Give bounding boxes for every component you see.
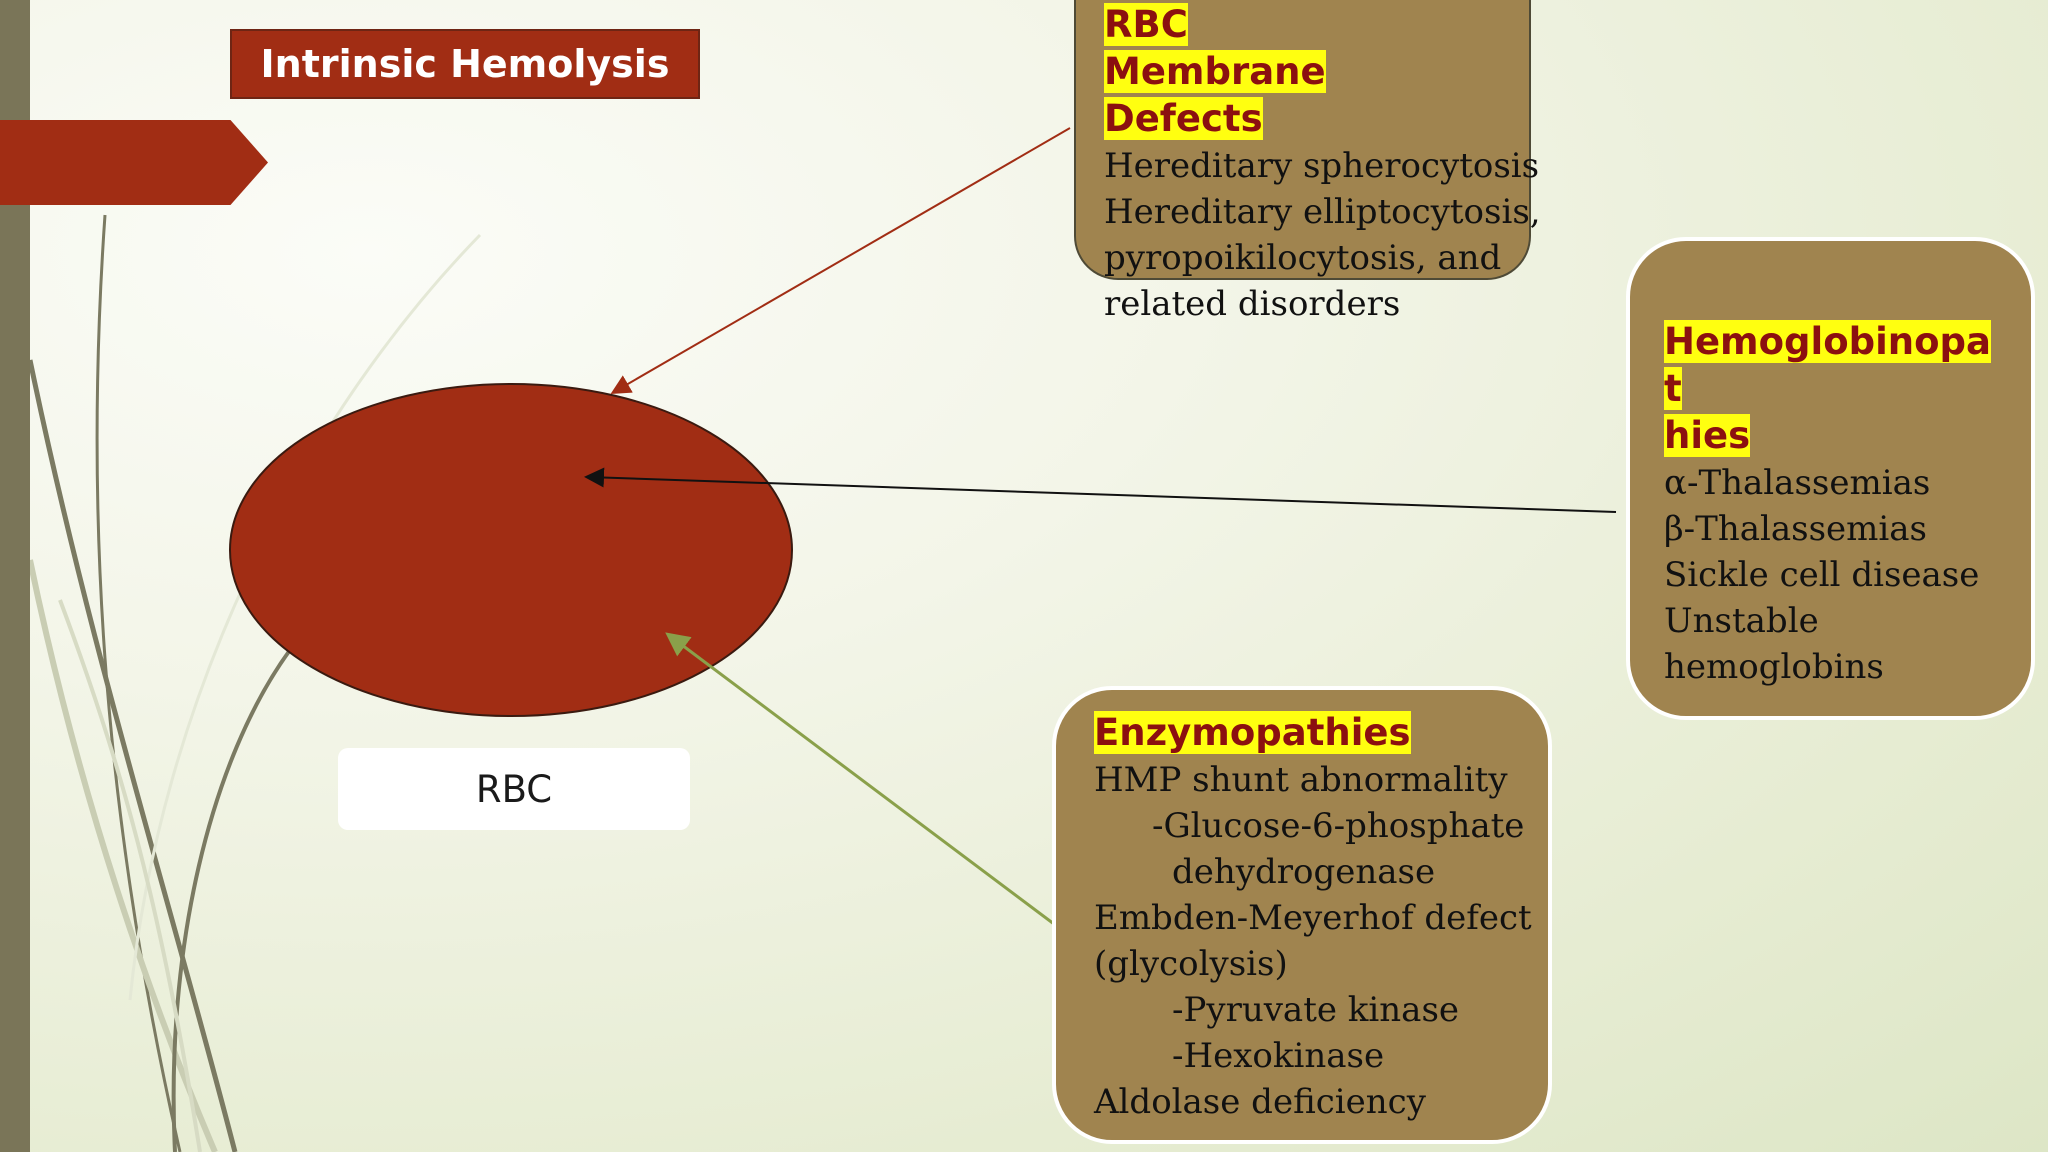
hemo-item: α-Thalassemias: [1664, 463, 1931, 503]
membrane-item: Hereditary elliptocytosis,: [1104, 192, 1541, 232]
hemo-item: hemoglobins: [1664, 647, 1884, 687]
enzyme-item: -Glucose-6-phosphate: [1152, 806, 1525, 846]
enzyme-item: -Pyruvate kinase: [1172, 990, 1460, 1030]
enzyme-item: HMP shunt abnormality: [1094, 760, 1508, 800]
card-rbc-membrane-defects: RBC Membrane Defects Hereditary spherocy…: [1074, 0, 1541, 324]
enzyme-item: dehydrogenase: [1172, 852, 1436, 892]
enzyme-heading: Enzymopathies: [1094, 711, 1411, 754]
hemoglobinopathies-heading: Hemoglobinopat hies: [1664, 319, 1994, 460]
arrow-membrane-to-rbc: [610, 127, 1071, 395]
hemo-item: Sickle cell disease: [1664, 555, 1980, 595]
enzyme-item: -Hexokinase: [1172, 1036, 1385, 1076]
enzymopathies-heading: Enzymopathies: [1094, 710, 1548, 757]
membrane-heading-line2: Defects: [1104, 97, 1263, 140]
enzyme-item: Aldolase deficiency: [1094, 1082, 1426, 1122]
arrow-enzyme-to-rbc: [665, 632, 1055, 926]
membrane-heading-line1: RBC Membrane: [1104, 3, 1326, 93]
rbc-ellipse: [229, 383, 793, 717]
decor-streak: [95, 214, 182, 1152]
hemo-heading-line2: hies: [1664, 414, 1751, 457]
membrane-heading: RBC Membrane Defects: [1104, 2, 1394, 143]
hemo-heading-line1: Hemoglobinopat: [1664, 320, 1992, 410]
chevron-arrow-shape: [0, 120, 268, 205]
card-hemoglobinopathies: Hemoglobinopat hies α-Thalassemias β-Tha…: [1626, 237, 2035, 720]
hemo-item: β-Thalassemias: [1664, 509, 1927, 549]
membrane-item: Hereditary spherocytosis: [1104, 146, 1540, 186]
decor-streak: [27, 559, 218, 1152]
enzyme-item: Embden-Meyerhof defect: [1094, 898, 1532, 938]
slide-title: Intrinsic Hemolysis: [230, 29, 700, 99]
decor-streak: [171, 648, 292, 1152]
hemo-item: Unstable: [1664, 601, 1819, 641]
membrane-item: pyropoikilocytosis, and: [1104, 238, 1502, 278]
decor-streak: [58, 599, 202, 1152]
decor-streak: [27, 359, 238, 1152]
enzyme-item: (glycolysis): [1094, 944, 1288, 984]
arrow-hemoglobin-to-rbc: [584, 467, 1617, 513]
card-enzymopathies: Enzymopathies HMP shunt abnormality -Glu…: [1052, 686, 1552, 1144]
membrane-item: related disorders: [1104, 284, 1401, 324]
rbc-label: RBC: [338, 748, 690, 830]
